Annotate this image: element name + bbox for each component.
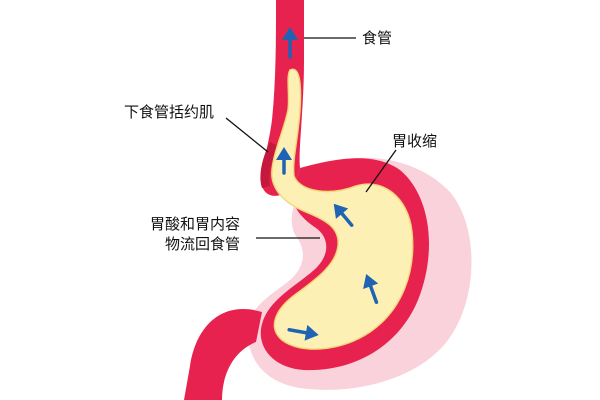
reflux-arrows [276,27,379,341]
leader-line-sphincter [225,117,269,153]
flow-arrow-icon [276,147,292,175]
label-stomach-contraction: 胃收缩 [392,132,438,150]
duodenum [184,309,262,400]
label-reflux-line2: 物流回食管 [165,235,241,253]
label-reflux: 胃酸和胃内容 物流回食管 [150,214,240,254]
label-lower-sphincter: 下食管括约肌 [124,103,215,121]
label-reflux-line1: 胃酸和胃内容 [150,215,241,233]
flow-arrow-icon [333,203,354,227]
label-esophagus: 食管 [362,29,393,47]
flow-arrow-icon [363,274,379,304]
flow-arrow-icon [282,27,298,59]
flow-arrow-icon [287,324,319,341]
leader-line-contraction [365,149,397,193]
lower-sphincter [260,142,278,188]
